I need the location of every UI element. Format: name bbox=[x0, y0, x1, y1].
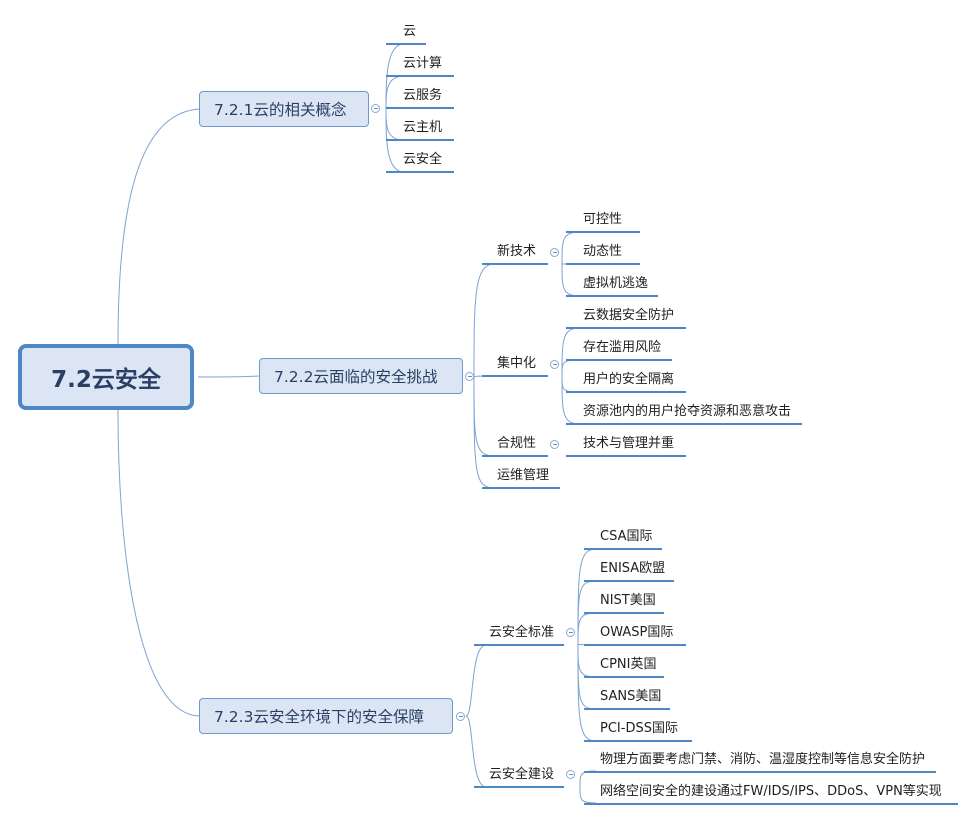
leaf-underline bbox=[386, 171, 454, 173]
leaf-underline bbox=[566, 231, 640, 233]
leaf-underline bbox=[584, 676, 664, 678]
group-underline bbox=[482, 375, 548, 377]
leaf-nist[interactable]: NIST美国 bbox=[600, 593, 656, 608]
collapse-toggle-icon[interactable] bbox=[456, 712, 465, 721]
collapse-toggle-icon[interactable] bbox=[550, 248, 559, 257]
group-underline bbox=[474, 786, 564, 788]
collapse-toggle-icon[interactable] bbox=[550, 440, 559, 449]
branch-cloud-concepts[interactable]: 7.2.1云的相关概念 bbox=[199, 91, 369, 127]
leaf-cloud[interactable]: 云 bbox=[403, 24, 417, 39]
group-underline bbox=[474, 644, 564, 646]
leaf-cpni[interactable]: CPNI英国 bbox=[600, 657, 657, 672]
group-centralization[interactable]: 集中化 bbox=[497, 356, 537, 371]
leaf-csa[interactable]: CSA国际 bbox=[600, 529, 653, 544]
leaf-underline bbox=[566, 359, 672, 361]
leaf-cloud-computing[interactable]: 云计算 bbox=[403, 56, 443, 71]
leaf-resource-attack[interactable]: 资源池内的用户抢夺资源和恶意攻击 bbox=[583, 404, 792, 419]
root-node[interactable]: 7.2云安全 bbox=[18, 344, 194, 410]
group-underline bbox=[482, 263, 548, 265]
leaf-pci-dss[interactable]: PCI-DSS国际 bbox=[600, 721, 678, 736]
leaf-underline bbox=[584, 803, 958, 805]
group-underline bbox=[482, 487, 560, 489]
leaf-underline bbox=[584, 708, 670, 710]
leaf-underline bbox=[386, 107, 454, 109]
leaf-underline bbox=[584, 740, 692, 742]
leaf-owasp[interactable]: OWASP国际 bbox=[600, 625, 674, 640]
branch-security-assurance[interactable]: 7.2.3云安全环境下的安全保障 bbox=[199, 698, 453, 734]
leaf-underline bbox=[584, 580, 674, 582]
leaf-underline bbox=[566, 423, 802, 425]
leaf-data-protection[interactable]: 云数据安全防护 bbox=[583, 308, 675, 323]
leaf-underline bbox=[566, 295, 658, 297]
collapse-toggle-icon[interactable] bbox=[371, 104, 380, 113]
collapse-toggle-icon[interactable] bbox=[465, 372, 474, 381]
leaf-underline bbox=[566, 263, 640, 265]
leaf-tech-management[interactable]: 技术与管理并重 bbox=[583, 436, 675, 451]
leaf-underline bbox=[386, 43, 426, 45]
leaf-network-security[interactable]: 网络空间安全的建设通过FW/IDS/IPS、DDoS、VPN等实现 bbox=[600, 784, 942, 799]
group-security-construction[interactable]: 云安全建设 bbox=[489, 767, 555, 782]
leaf-cloud-security[interactable]: 云安全 bbox=[403, 152, 443, 167]
leaf-controllability[interactable]: 可控性 bbox=[583, 212, 623, 227]
leaf-vm-escape[interactable]: 虚拟机逃逸 bbox=[583, 276, 649, 291]
group-security-standards[interactable]: 云安全标准 bbox=[489, 625, 555, 640]
leaf-dynamics[interactable]: 动态性 bbox=[583, 244, 623, 259]
collapse-toggle-icon[interactable] bbox=[566, 770, 575, 779]
leaf-underline bbox=[584, 548, 662, 550]
group-operations[interactable]: 运维管理 bbox=[497, 468, 550, 483]
leaf-underline bbox=[584, 612, 664, 614]
leaf-underline bbox=[584, 771, 936, 773]
leaf-abuse-risk[interactable]: 存在滥用风险 bbox=[583, 340, 662, 355]
leaf-underline bbox=[386, 75, 454, 77]
leaf-cloud-host[interactable]: 云主机 bbox=[403, 120, 443, 135]
leaf-enisa[interactable]: ENISA欧盟 bbox=[600, 561, 666, 576]
group-underline bbox=[482, 455, 548, 457]
leaf-cloud-service[interactable]: 云服务 bbox=[403, 88, 443, 103]
group-new-tech[interactable]: 新技术 bbox=[497, 244, 537, 259]
group-compliance[interactable]: 合规性 bbox=[497, 436, 537, 451]
leaf-user-isolation[interactable]: 用户的安全隔离 bbox=[583, 372, 675, 387]
leaf-physical-security[interactable]: 物理方面要考虑门禁、消防、温湿度控制等信息安全防护 bbox=[600, 752, 926, 767]
collapse-toggle-icon[interactable] bbox=[550, 360, 559, 369]
leaf-underline bbox=[566, 327, 686, 329]
leaf-underline bbox=[566, 391, 686, 393]
collapse-toggle-icon[interactable] bbox=[566, 628, 575, 637]
leaf-underline bbox=[584, 644, 686, 646]
branch-security-challenges[interactable]: 7.2.2云面临的安全挑战 bbox=[259, 358, 463, 394]
leaf-sans[interactable]: SANS美国 bbox=[600, 689, 662, 704]
leaf-underline bbox=[566, 455, 686, 457]
leaf-underline bbox=[386, 139, 454, 141]
